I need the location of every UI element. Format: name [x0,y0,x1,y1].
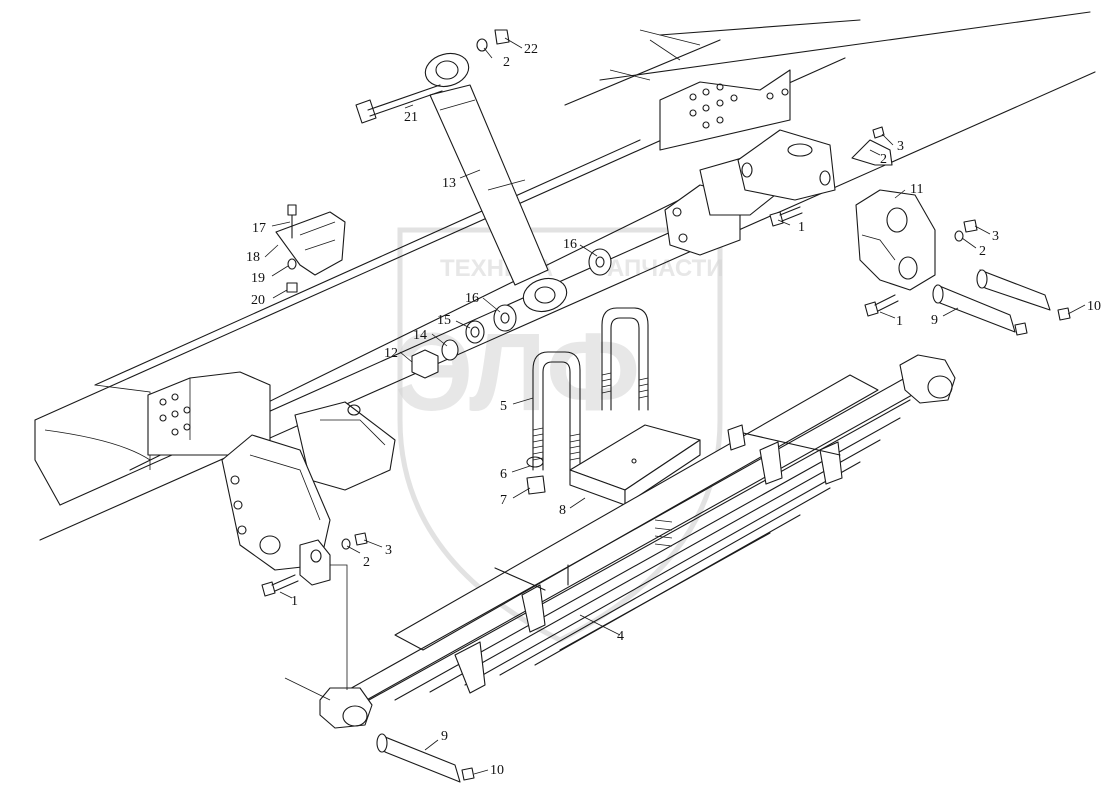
front-hanger-bracket [664,129,836,256]
bump-stop-bracket [275,204,346,293]
frame-holes-front [689,83,789,129]
callout-7: 7 [500,493,507,508]
callout-16-lower: 16 [465,291,479,306]
callout-22: 22 [524,42,538,57]
frame-rail [34,11,1096,541]
callout-9-front: 9 [931,313,938,328]
spring-saddle [569,424,701,506]
callout-numbers: 21 2 22 13 17 18 19 20 16 16 15 14 12 5 … [246,42,1101,778]
callout-2-rear: 2 [363,555,370,570]
callout-17: 17 [252,221,266,236]
callout-15: 15 [437,313,451,328]
callout-9-rear: 9 [441,729,448,744]
callout-10-rear: 10 [490,763,504,778]
callout-14: 14 [413,328,427,343]
callout-5: 5 [500,399,507,414]
shackle [851,126,978,317]
callout-11: 11 [910,182,923,197]
callout-2-bracket: 2 [880,152,887,167]
leader-lines [264,37,1086,775]
callout-13: 12 [384,346,398,361]
callout-4: 4 [617,629,624,644]
rear-hanger-bracket [221,401,396,597]
shock-top-nut-washer [476,29,510,52]
callout-20: 20 [251,293,265,308]
bolt-21 [355,84,443,124]
callout-8: 8 [559,503,566,518]
callout-3-rear: 3 [385,543,392,558]
callout-2-shock: 2 [503,55,510,70]
rear-spring-pin [330,564,475,783]
callout-6: 6 [500,467,507,482]
callout-1-front: 1 [798,220,805,235]
callout-21: 21 [404,110,418,125]
callout-2-shackle: 2 [979,244,986,259]
callout-3-shackle: 3 [992,229,999,244]
callout-18: 18 [246,250,260,265]
callout-16-upper: 16 [563,237,577,252]
callout-1-rear: 1 [291,594,298,609]
frame-holes-rear [159,393,191,436]
u-bolts [532,307,649,471]
front-spring-pins [932,269,1071,336]
callout-12: 13 [442,176,456,191]
callout-1-shackle: 1 [896,314,903,329]
callout-19: 19 [251,271,265,286]
callout-3-bracket: 3 [897,139,904,154]
watermark-text-right: ЗАПЧАСТИ [592,255,724,282]
leaf-spring [284,354,956,729]
callout-10-front: 10 [1087,299,1101,314]
watermark: ТЕХНИКА ЗАПЧАСТИ ЭЛФ [395,227,724,643]
shock-lower-hardware [411,248,612,379]
shock-absorber [424,52,568,313]
